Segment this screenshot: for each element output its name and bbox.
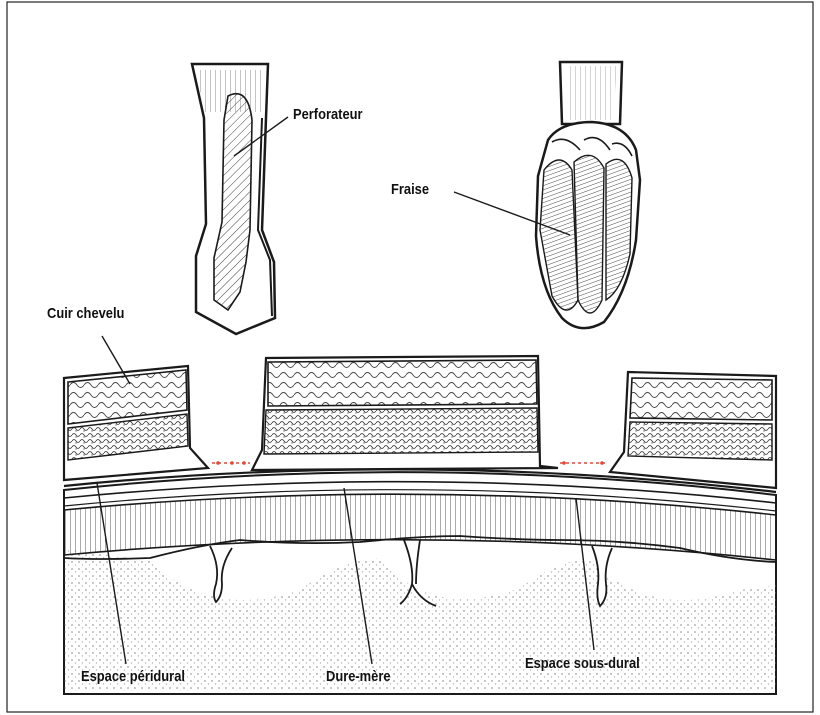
- skull-cross-section: [64, 356, 776, 694]
- burr-hole-marker-left: [212, 461, 250, 465]
- label-dure-mere: Dure-mère: [326, 669, 391, 684]
- label-cuir-chevelu: Cuir chevelu: [47, 306, 124, 321]
- perforator-tool: [192, 64, 275, 334]
- label-perforateur: Perforateur: [293, 107, 363, 122]
- label-fraise: Fraise: [391, 182, 429, 197]
- label-espace-sous-dural: Espace sous-dural: [525, 656, 640, 671]
- label-espace-peridural: Espace péridural: [81, 669, 185, 684]
